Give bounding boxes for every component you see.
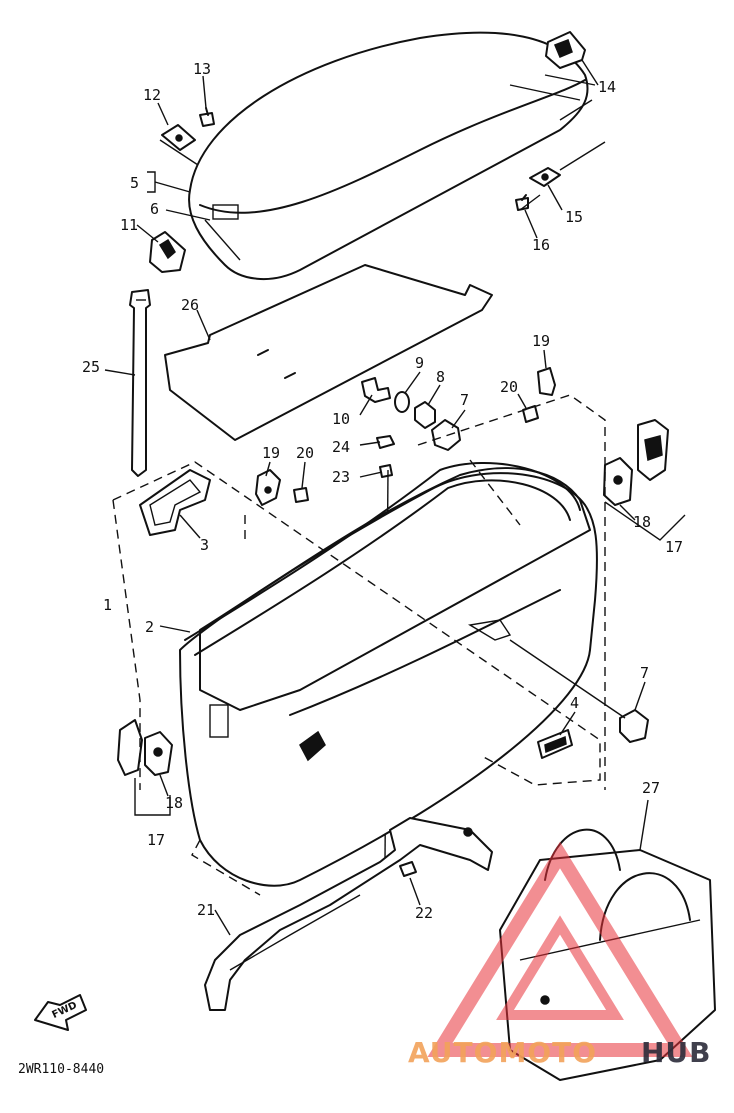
rubber-4[interactable] — [537, 729, 573, 759]
callout-26: 26 — [181, 296, 199, 314]
callout-5: 5 — [130, 174, 139, 192]
callout-11: 11 — [120, 216, 138, 234]
nut-24[interactable] — [376, 435, 395, 449]
callout-6: 6 — [150, 200, 159, 218]
callout-8: 8 — [436, 368, 445, 386]
nut-22[interactable] — [399, 861, 417, 877]
callout-23: 23 — [332, 468, 350, 486]
bumper-14[interactable] — [545, 31, 586, 69]
svg-text:HUB: HUB — [641, 1036, 712, 1069]
callout-2: 2 — [145, 618, 154, 636]
collar-8[interactable] — [414, 401, 436, 429]
mount-21[interactable] — [204, 817, 493, 1011]
callout-20a: 20 — [296, 444, 314, 462]
callout-10: 10 — [332, 410, 350, 428]
callout-4: 4 — [570, 694, 579, 712]
strap-25[interactable] — [129, 289, 151, 477]
callout-19b: 19 — [532, 332, 550, 350]
bumper-12[interactable] — [161, 124, 196, 151]
callout-19a: 19 — [262, 444, 280, 462]
pin-10[interactable] — [361, 377, 391, 403]
callout-3: 3 — [200, 536, 209, 554]
callout-18a: 18 — [633, 513, 651, 531]
latch-base-18-left[interactable] — [144, 731, 173, 776]
fwd-arrow-icon: FWD — [34, 994, 87, 1031]
gasket-3[interactable] — [139, 469, 211, 536]
bracket-19-right[interactable] — [537, 367, 556, 396]
hinge-11[interactable] — [149, 231, 186, 273]
lid-part[interactable] — [188, 31, 593, 281]
latch-17-right[interactable] — [637, 419, 669, 481]
callout-22: 22 — [415, 904, 433, 922]
callout-15: 15 — [565, 208, 583, 226]
drawing-code: 2WR110-8440 — [18, 1062, 104, 1077]
washer-9[interactable] — [394, 391, 410, 413]
nut-20-right[interactable] — [522, 405, 539, 423]
callout-12: 12 — [143, 86, 161, 104]
bracket-19-left[interactable] — [255, 469, 281, 506]
callout-27: 27 — [642, 779, 660, 797]
bumper-15[interactable] — [529, 167, 561, 187]
callout-20b: 20 — [500, 378, 518, 396]
callout-17b: 17 — [147, 831, 165, 849]
watermark-text: AUTOMOTO HUB — [408, 1036, 712, 1069]
callout-24: 24 — [332, 438, 350, 456]
nut-20-left[interactable] — [293, 487, 309, 503]
callout-7b: 7 — [640, 664, 649, 682]
callout-1: 1 — [103, 596, 112, 614]
damper-7-lower[interactable] — [619, 709, 649, 743]
callout-21: 21 — [197, 901, 215, 919]
latch-base-18-right[interactable] — [603, 457, 633, 506]
callout-18b: 18 — [165, 794, 183, 812]
callout-labels: 13 12 5 6 11 14 15 16 26 25 9 8 7 10 24 … — [82, 60, 683, 922]
callout-9: 9 — [415, 354, 424, 372]
callout-17a: 17 — [665, 538, 683, 556]
callout-13: 13 — [193, 60, 211, 78]
svg-text:AUTOMOTO: AUTOMOTO — [408, 1036, 597, 1069]
damper-7[interactable] — [431, 419, 461, 451]
callout-25: 25 — [82, 358, 100, 376]
case-body[interactable] — [179, 462, 598, 887]
latch-17-left[interactable] — [117, 719, 143, 776]
pad-26[interactable] — [164, 264, 493, 441]
watermark-triangle — [427, 841, 693, 1057]
washer-23[interactable] — [379, 464, 393, 478]
callout-7a: 7 — [460, 391, 469, 409]
callout-14: 14 — [598, 78, 616, 96]
callout-16: 16 — [532, 236, 550, 254]
screw-13[interactable] — [199, 107, 215, 127]
